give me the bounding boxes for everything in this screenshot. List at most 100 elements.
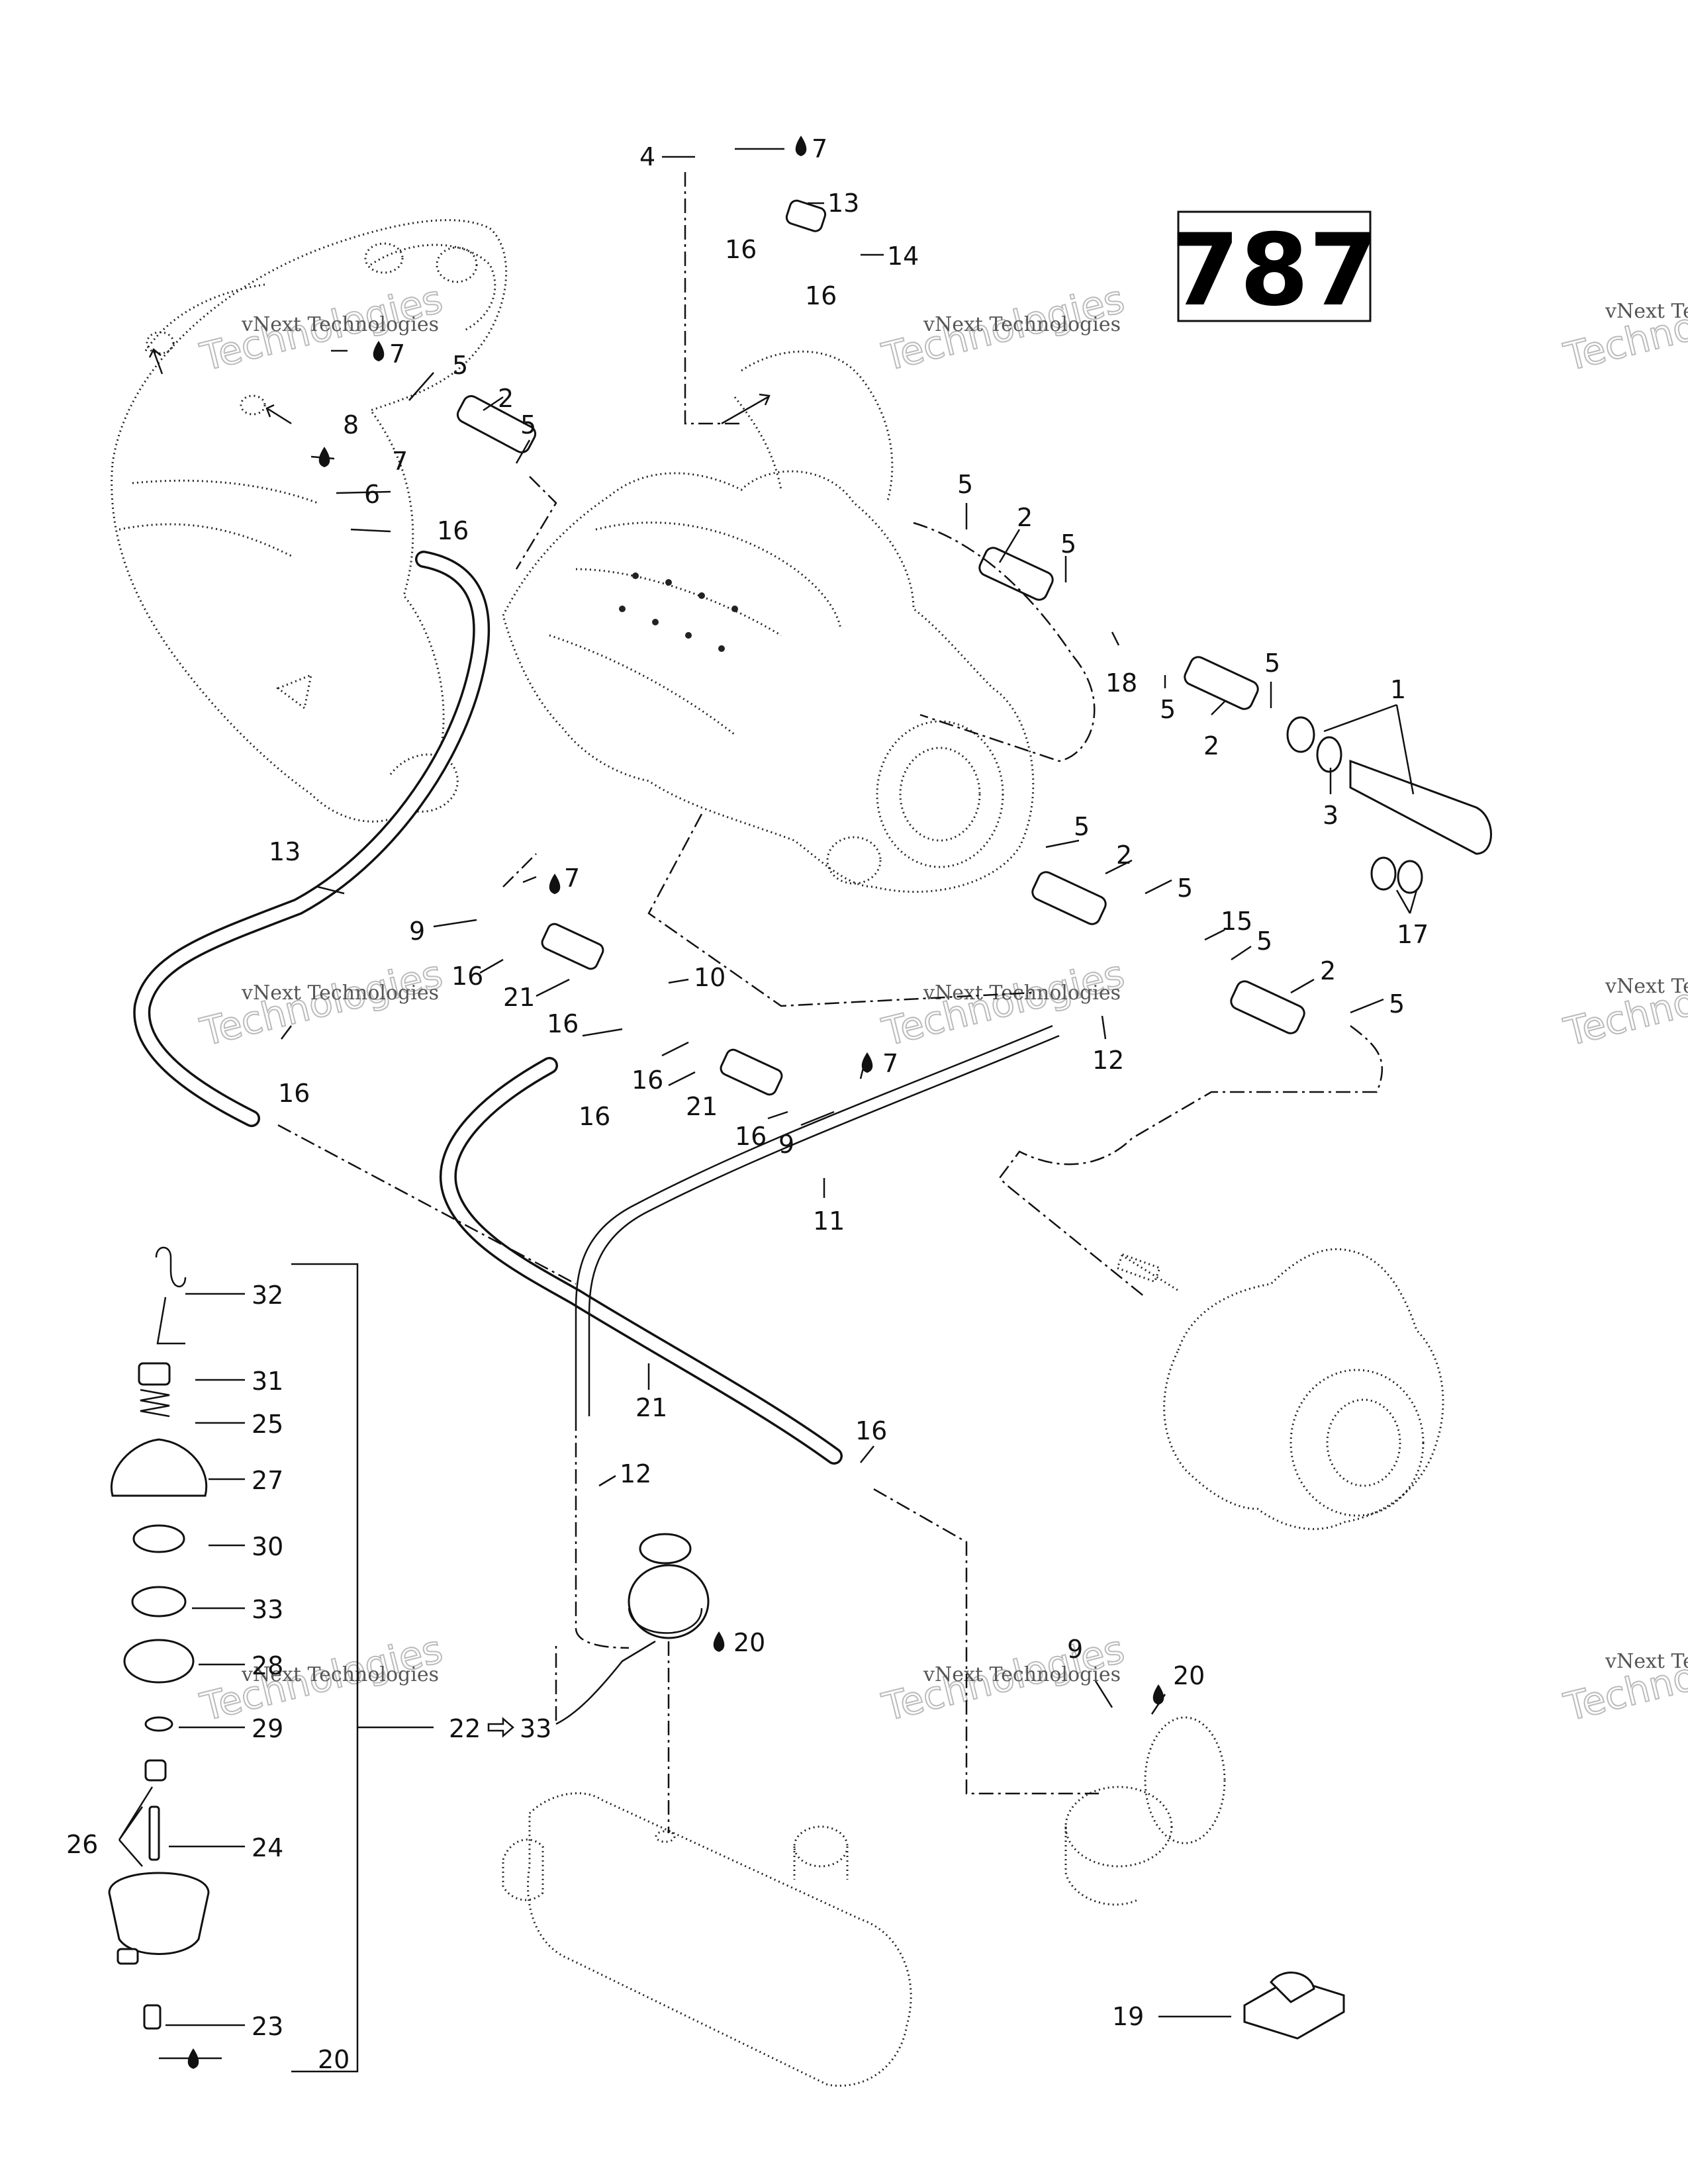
callout: 28 xyxy=(252,1651,283,1680)
callout: 19 xyxy=(1112,2002,1144,2031)
drop-icon xyxy=(795,136,807,156)
strainer-outline xyxy=(1064,1716,1226,1906)
callout: 24 xyxy=(252,1833,283,1862)
svg-text:Technologies: Technologies xyxy=(1560,276,1688,379)
callout: 2 xyxy=(1203,731,1219,760)
callout: 16 xyxy=(451,962,483,991)
callout: 2 xyxy=(1017,503,1033,532)
callout: 20 xyxy=(733,1628,765,1657)
callout: 9 xyxy=(409,917,425,946)
clip-19 xyxy=(1243,1972,1345,2040)
callout: 16 xyxy=(547,1009,579,1038)
outlet-fitting-1 xyxy=(1286,716,1492,894)
callout: 15 xyxy=(1221,907,1252,936)
reservoir xyxy=(628,1533,710,1833)
callout: 26 xyxy=(66,1830,98,1859)
svg-text:Technologies: Technologies xyxy=(1560,1626,1688,1729)
callout: 5 xyxy=(452,351,468,380)
callout: 5 xyxy=(520,410,536,439)
callout-leaders xyxy=(118,148,1418,2060)
exhaust-manifold-outline xyxy=(111,219,508,823)
drop-icon xyxy=(318,447,330,467)
callout: 16 xyxy=(735,1122,767,1151)
callout: 16 xyxy=(805,281,837,310)
callout: 16 xyxy=(855,1416,887,1445)
callout: 5 xyxy=(1256,927,1272,956)
callout: 5 xyxy=(1060,529,1076,559)
callout: 33 xyxy=(252,1595,283,1624)
callout: 32 xyxy=(252,1281,283,1310)
drop-icon xyxy=(713,1631,725,1652)
callout: 31 xyxy=(252,1367,283,1396)
hose-11-long xyxy=(575,1024,1060,1416)
callout: 2 xyxy=(1320,956,1336,985)
callout: 30 xyxy=(252,1532,283,1561)
callout: 21 xyxy=(503,983,535,1012)
callout: 33 xyxy=(520,1714,551,1743)
callout: 17 xyxy=(1397,920,1429,949)
callout: 5 xyxy=(1264,649,1280,678)
callout: 21 xyxy=(635,1393,667,1422)
svg-text:vNext Technologies: vNext Technologies xyxy=(1605,300,1688,323)
callout: 2 xyxy=(1116,841,1132,870)
valve-assembly-exploded xyxy=(108,1246,359,2073)
callout: 5 xyxy=(957,470,973,499)
callout: 4 xyxy=(639,142,655,171)
callout: 6 xyxy=(364,480,380,509)
engine-outline xyxy=(502,350,1035,893)
callout: 3 xyxy=(1323,801,1338,830)
callout: 11 xyxy=(813,1206,845,1236)
callout: 16 xyxy=(725,235,757,264)
drop-icon xyxy=(187,2048,199,2069)
callout: 2 xyxy=(498,384,514,413)
callout: 5 xyxy=(1177,874,1193,903)
drop-icon xyxy=(373,341,385,361)
callout: 9 xyxy=(778,1130,794,1159)
callout: 7 xyxy=(812,134,827,163)
callout: 7 xyxy=(564,864,580,893)
callout: 7 xyxy=(392,447,408,476)
callout: 16 xyxy=(579,1102,610,1131)
connection-lines xyxy=(277,172,1383,1795)
callout: 20 xyxy=(318,2045,350,2074)
svg-text:vNext Technologies: vNext Technologies xyxy=(241,1663,439,1686)
callout: 1 xyxy=(1390,675,1406,704)
jet-pump-outline xyxy=(1116,1248,1444,1530)
svg-text:vNext Technologies: vNext Technologies xyxy=(241,981,439,1005)
callout-labels: 4 7 13 16 14 16 7 5 2 8 5 7 6 16 5 2 5 1… xyxy=(66,134,1429,2074)
callout: 16 xyxy=(278,1079,310,1108)
watermarks: Technologies vNext Technologies Technolo… xyxy=(195,275,1688,1730)
callout: 29 xyxy=(252,1714,283,1743)
callout: 5 xyxy=(1389,989,1405,1019)
hose-13-long xyxy=(133,551,491,1127)
callout: 13 xyxy=(827,189,859,218)
reference-box: 787 xyxy=(1170,210,1378,328)
callout: 18 xyxy=(1105,668,1137,698)
muffler-outline xyxy=(502,1792,912,2087)
callout: 21 xyxy=(686,1092,718,1121)
drop-icons xyxy=(187,136,1164,2069)
callout: 5 xyxy=(1160,695,1176,724)
svg-text:vNext Technologies: vNext Technologies xyxy=(241,313,439,336)
svg-text:vNext Technologies: vNext Technologies xyxy=(1605,975,1688,998)
callout: 22 xyxy=(449,1714,481,1743)
callout: 5 xyxy=(1074,812,1090,841)
short-hoses xyxy=(456,199,1305,1096)
svg-text:vNext Technologies: vNext Technologies xyxy=(923,1663,1121,1686)
svg-text:vNext Technologies: vNext Technologies xyxy=(1605,1650,1688,1673)
callout: 16 xyxy=(437,516,469,545)
callout: 27 xyxy=(252,1466,283,1495)
drop-icon xyxy=(549,874,561,894)
callout: 14 xyxy=(887,242,919,271)
svg-text:Technologies: Technologies xyxy=(1560,951,1688,1054)
drop-icon xyxy=(1152,1684,1164,1705)
reference-number: 787 xyxy=(1170,213,1378,328)
callout: 10 xyxy=(694,963,726,992)
callout: 8 xyxy=(343,410,359,439)
callout: 12 xyxy=(620,1459,651,1488)
callout: 7 xyxy=(389,340,405,369)
drop-icon xyxy=(861,1052,873,1073)
callout: 23 xyxy=(252,2012,283,2041)
hose-21-long xyxy=(439,1057,843,1465)
